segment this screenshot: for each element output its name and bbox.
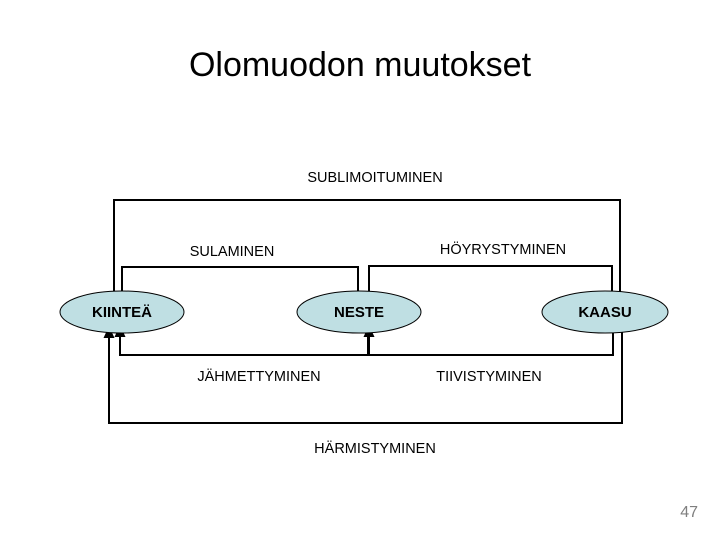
edge-melting-path	[121, 266, 359, 300]
edge-deposition	[103, 325, 623, 424]
state-node-liquid[interactable]: NESTE	[296, 290, 422, 334]
state-ellipse-solid	[59, 290, 185, 334]
process-label-vaporization: HÖYRYSTYMINEN	[440, 240, 566, 258]
state-label-gas: KAASU	[578, 304, 631, 321]
state-node-gas[interactable]: KAASU	[541, 290, 669, 334]
process-label-melting: SULAMINEN	[190, 244, 275, 260]
process-label-condensation: TIIVISTYMINEN	[436, 369, 542, 385]
state-node-solid[interactable]: KIINTEÄ	[59, 290, 185, 334]
process-label-sublimation: SUBLIMOITUMINEN	[307, 170, 442, 186]
state-ellipse-gas	[541, 290, 669, 334]
process-label-freezing: JÄHMETTYMINEN	[197, 368, 320, 385]
edge-deposition-path	[108, 325, 623, 424]
page-number: 47	[680, 504, 698, 521]
process-label-deposition: HÄRMISTYMINEN	[314, 440, 436, 457]
state-label-liquid: NESTE	[334, 304, 384, 321]
page-title: Olomuodon muutokset	[188, 46, 532, 84]
edge-vaporization-path	[368, 265, 613, 300]
state-label-solid: KIINTEÄ	[92, 304, 152, 321]
edge-condensation-path	[368, 325, 614, 356]
edge-sublimation-path	[113, 199, 621, 302]
state-ellipse-liquid	[296, 290, 422, 334]
